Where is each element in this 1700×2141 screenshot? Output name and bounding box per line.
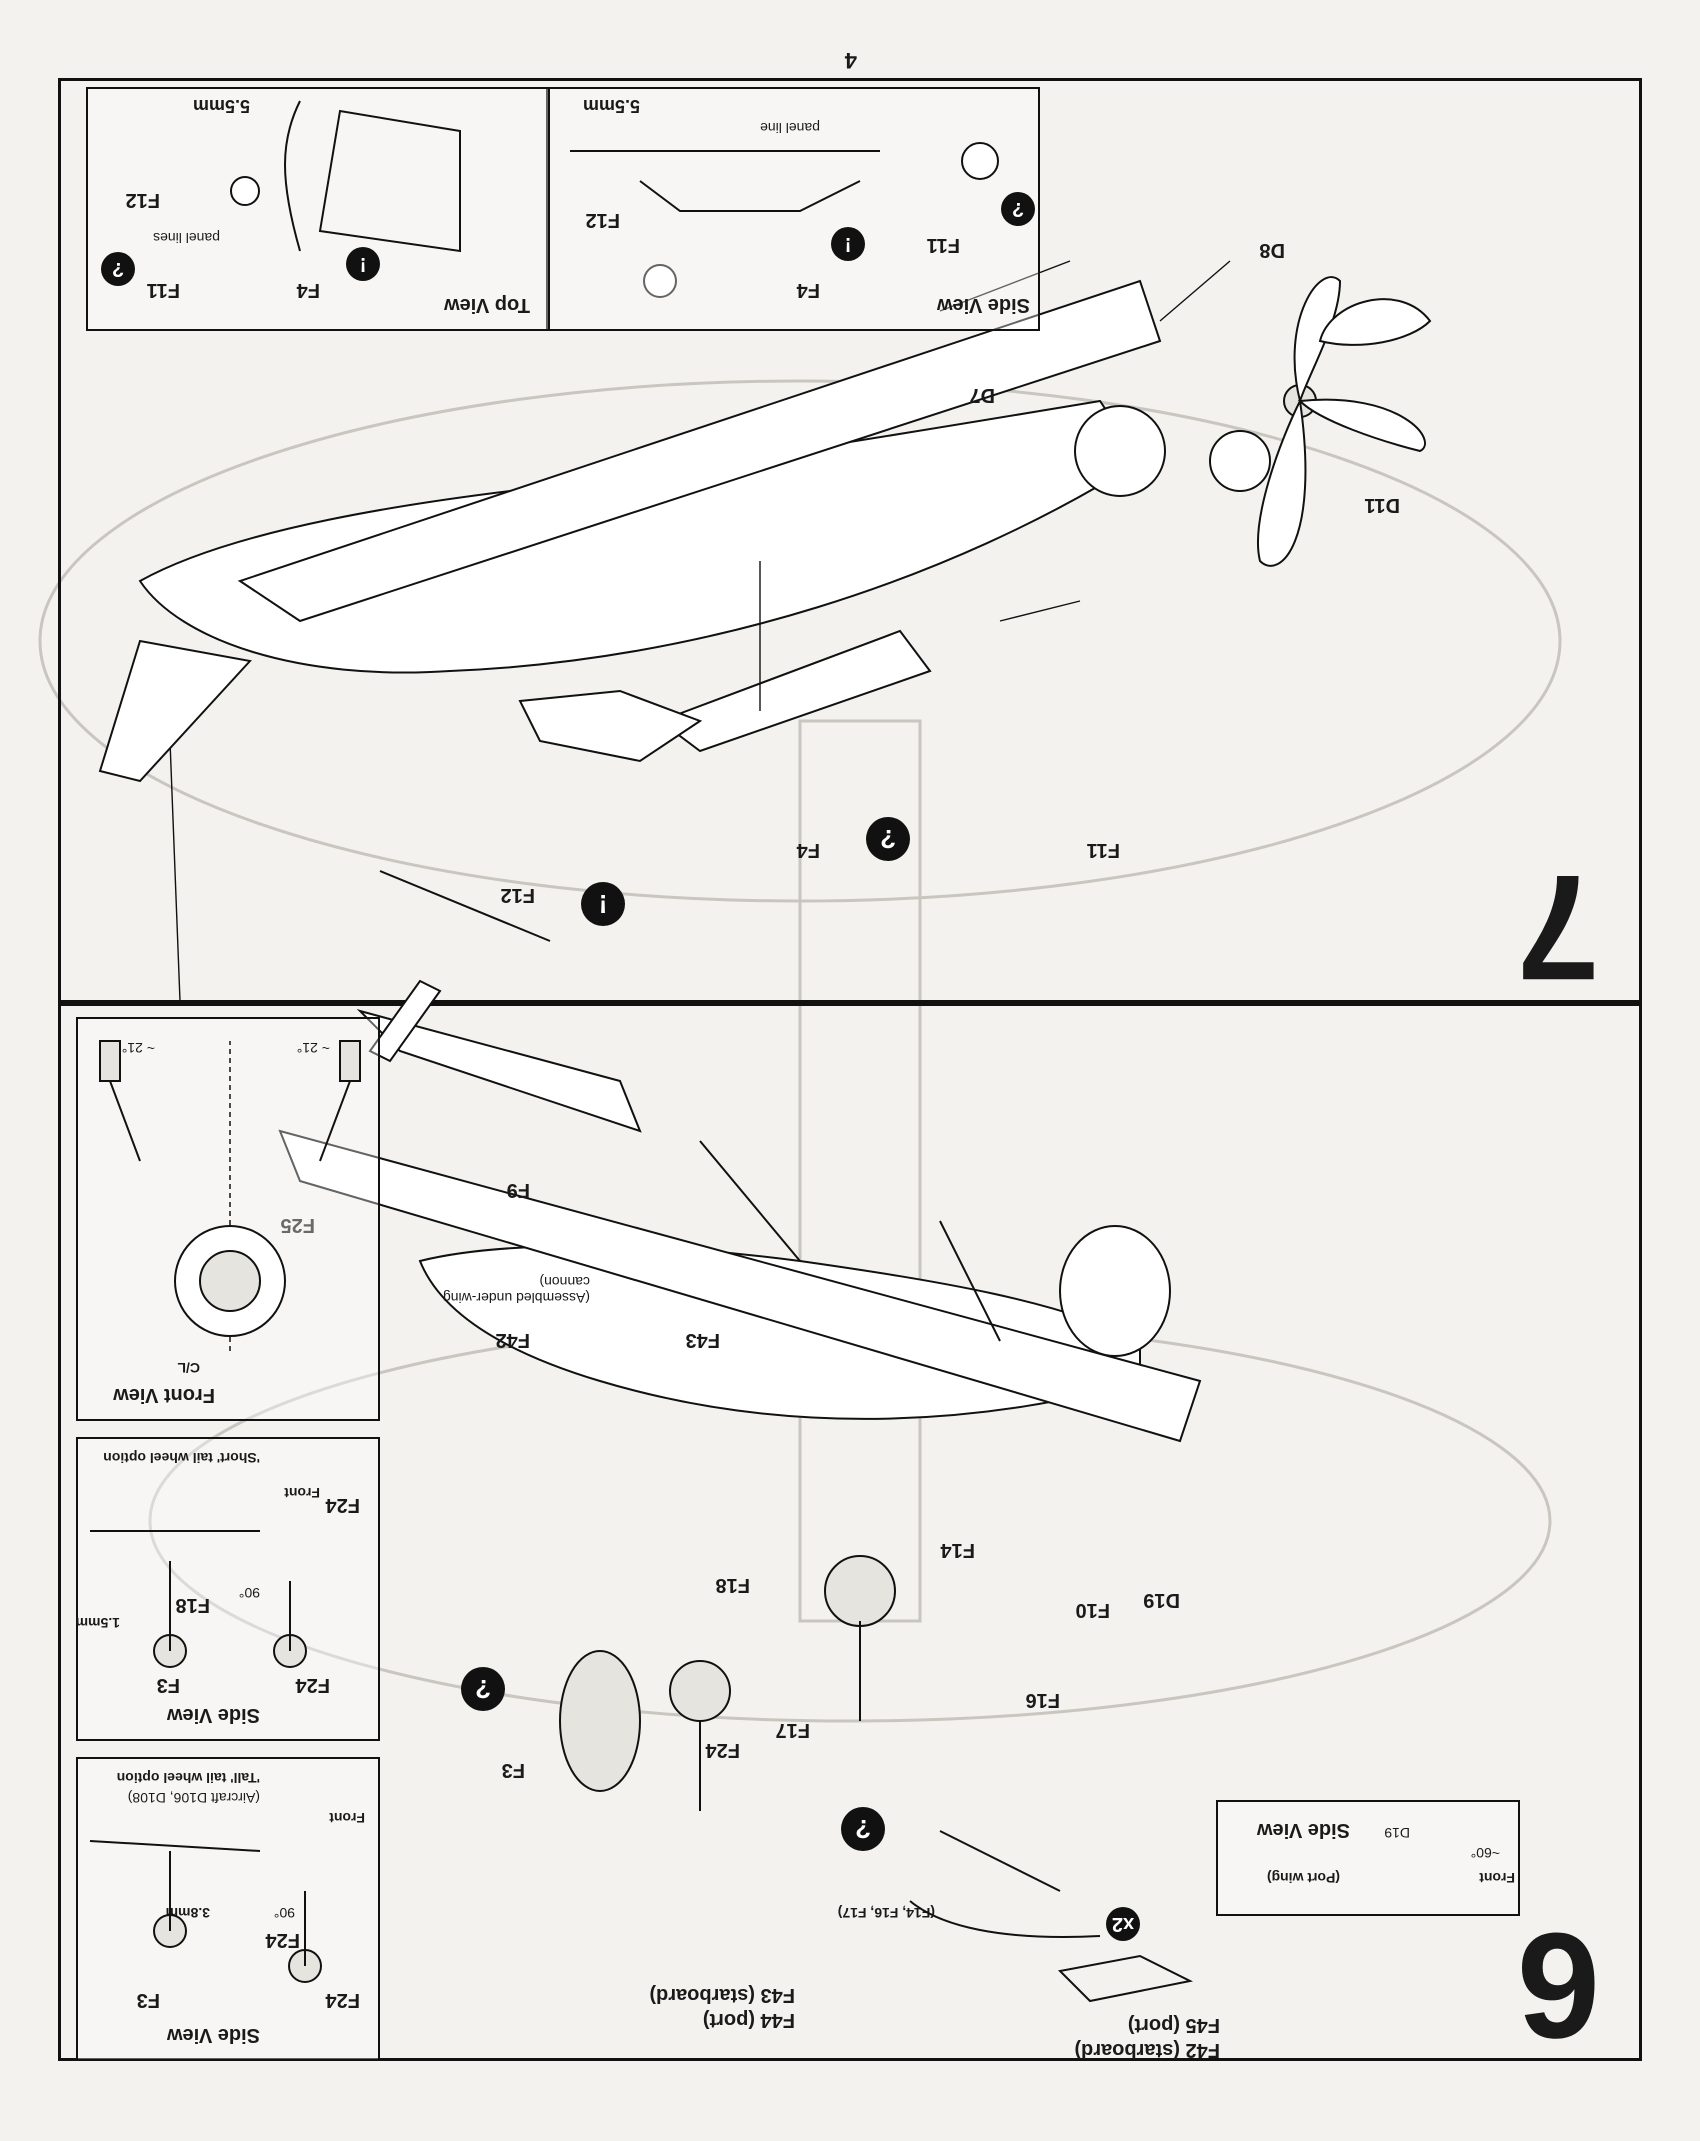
instruction-sheet: 4 7 6 F42 (starboard) F45 (port) F44 (po… xyxy=(38,48,1642,2070)
rotated-page: 4 7 6 F42 (starboard) F45 (port) F44 (po… xyxy=(38,48,1642,2070)
step7-drawing xyxy=(98,276,1432,783)
short-tail-drawing xyxy=(90,1530,307,1668)
cockpit-side-drawing xyxy=(570,142,999,212)
front-view-drawing xyxy=(99,1040,361,1351)
tall-tail-drawing xyxy=(89,1840,322,1983)
cockpit-top-drawing xyxy=(230,100,461,253)
step6-drawing xyxy=(169,260,1231,2003)
